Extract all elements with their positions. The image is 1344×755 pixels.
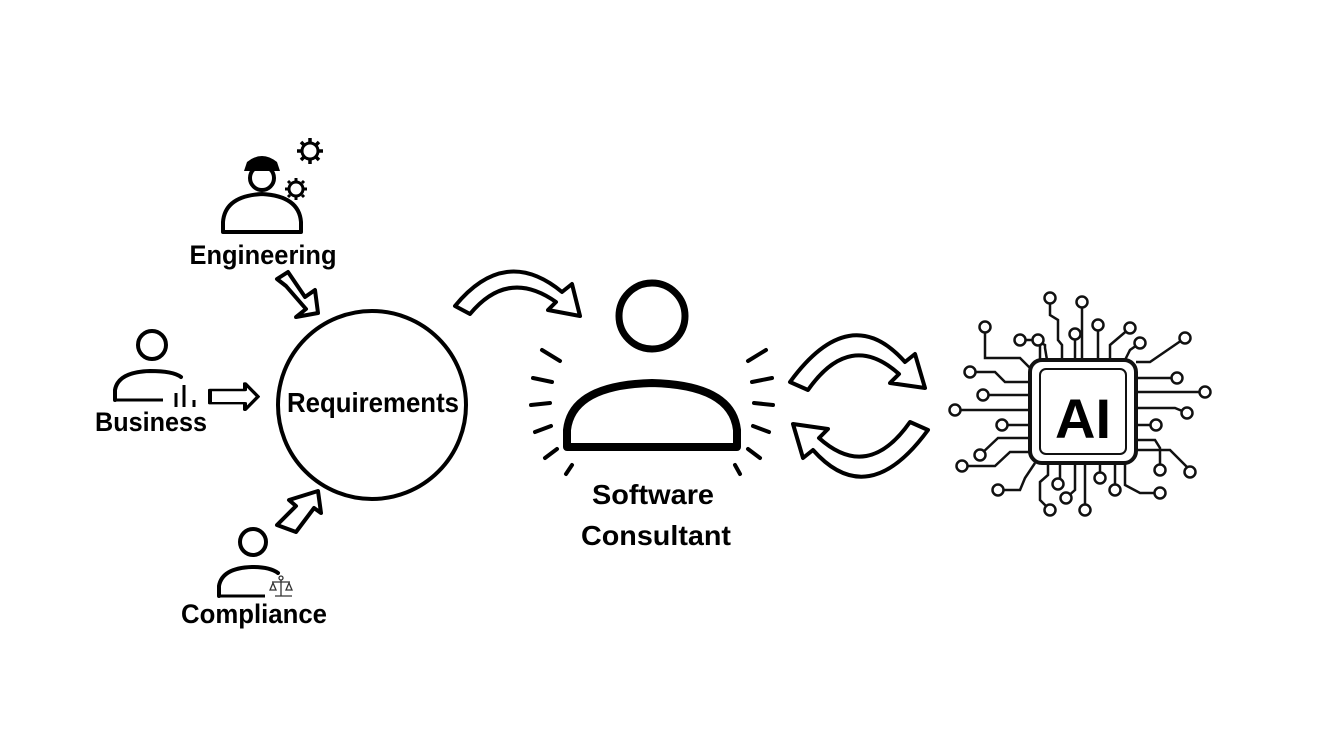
circuit-node (1149, 418, 1163, 432)
circuit-trace (1136, 336, 1186, 364)
circuit-node (1108, 483, 1122, 497)
circuit-trace (979, 436, 1030, 456)
circuit-node (1043, 291, 1057, 305)
circuit-node (948, 403, 962, 417)
business-person-icon (113, 329, 183, 402)
circuit-trace (1136, 406, 1188, 415)
circuit-node (991, 483, 1005, 497)
engineering-arrow (275, 270, 320, 319)
consultant-label-line1: Software (592, 479, 714, 510)
circuit-trace (962, 450, 1030, 468)
circuit-node (1153, 486, 1167, 500)
circuit-trace (1108, 327, 1131, 360)
circuit-trace (1123, 463, 1160, 495)
requirements-circle (276, 309, 468, 501)
circuit-trace (1038, 463, 1051, 511)
engineering-label: Engineering (190, 240, 337, 270)
circuit-node (1123, 321, 1137, 335)
compliance-label: Compliance (181, 599, 327, 629)
consultant-icon (529, 279, 775, 476)
circuit-node (1075, 295, 1089, 309)
circuit-node (1178, 331, 1192, 345)
gear-icon (285, 178, 307, 200)
curved-arrow-to-consultant (453, 269, 582, 318)
scales-icon (269, 575, 293, 597)
circuit-node (1093, 471, 1107, 485)
cycle-arrow-from-ai (791, 420, 930, 479)
circuit-node (995, 418, 1009, 432)
circuit-node (1198, 385, 1212, 399)
circuit-node (973, 448, 987, 462)
circuit-trace (1136, 438, 1162, 470)
consultant-label-line2: Consultant (581, 520, 731, 551)
circuit-node (1091, 318, 1105, 332)
circuit-trace (1048, 298, 1064, 360)
glow-lines-icon (529, 348, 775, 476)
circuit-node (1133, 336, 1147, 350)
engineer-icon (221, 156, 303, 234)
gear-icon (297, 138, 323, 164)
circuit-node (963, 365, 977, 379)
circuit-node (1059, 491, 1073, 505)
circuit-node (1183, 465, 1197, 479)
compliance-arrow (275, 489, 323, 534)
bar-chart-icon (174, 385, 196, 407)
ai-chip-icon (948, 291, 1212, 517)
business-label: Business (95, 407, 207, 437)
circuit-trace (970, 370, 1030, 384)
circuit-node (955, 459, 969, 473)
circuit-node (976, 388, 990, 402)
circuit-node (1153, 463, 1167, 477)
circuit-node (1013, 333, 1027, 347)
circuit-node (1078, 503, 1092, 517)
requirements-label: Requirements (287, 387, 459, 418)
business-arrow (208, 382, 260, 412)
cycle-arrow-to-ai (788, 333, 927, 392)
compliance-person-icon (217, 527, 280, 598)
circuit-trace (998, 462, 1037, 492)
circuit-node (978, 320, 992, 334)
circuit-trace (983, 327, 1031, 369)
circuit-node (1043, 503, 1057, 517)
ai-chip-label: AI (1055, 387, 1111, 450)
circuit-node (1031, 333, 1045, 347)
circuit-node (1068, 327, 1082, 341)
circuit-node (1051, 477, 1065, 491)
circuit-trace (1020, 338, 1049, 361)
circuit-node (1170, 371, 1184, 385)
circuit-node (1180, 406, 1194, 420)
